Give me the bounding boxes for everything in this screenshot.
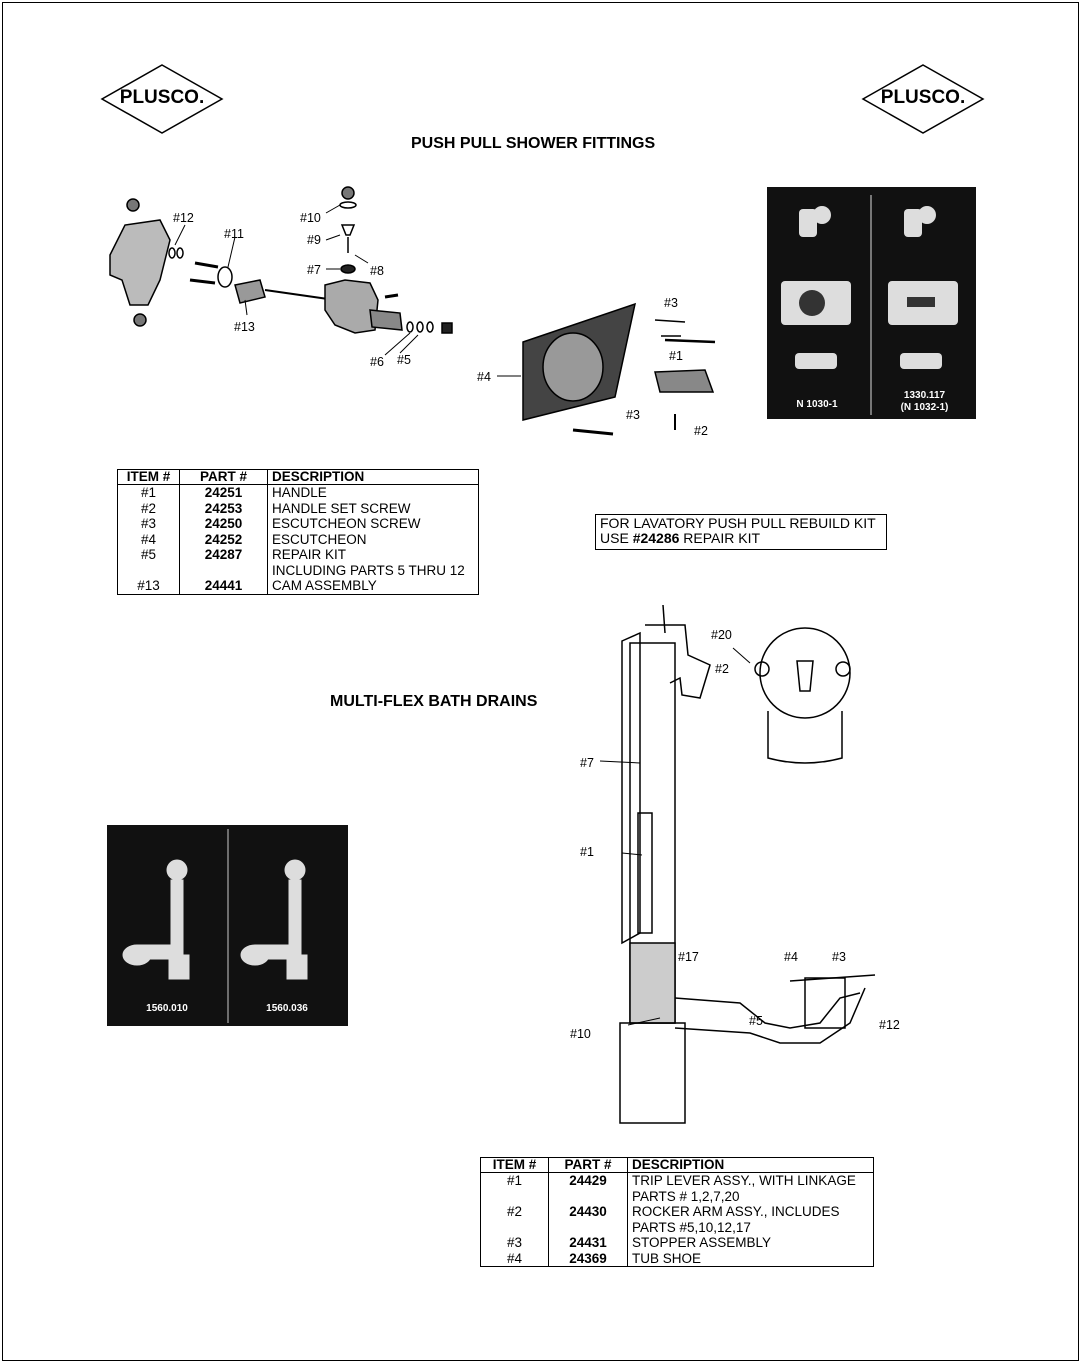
table-row: PARTS #5,10,12,17 <box>480 1219 874 1235</box>
callout-drain-10: #10 <box>570 1027 591 1041</box>
callout-drain-2: #2 <box>715 662 729 676</box>
col-description: DESCRIPTION <box>267 469 479 485</box>
callout-drain-7: #7 <box>580 756 594 770</box>
plusco-logo-right: PLUSCO. <box>861 63 985 135</box>
callout-13: #13 <box>234 320 255 334</box>
col-description: DESCRIPTION <box>627 1157 874 1173</box>
escutcheon-diagram <box>497 302 716 436</box>
photo-caption-1330: 1330.117 <box>903 390 946 401</box>
callout-drain-20: #20 <box>711 628 732 642</box>
callout-drain-3: #3 <box>832 950 846 964</box>
callout-3-bottom: #3 <box>626 408 640 422</box>
note-line-2: USE #24286 REPAIR KIT <box>600 530 761 546</box>
photo-caption-1560-010: 1560.010 <box>146 1003 188 1014</box>
plusco-logo-left: PLUSCO. <box>100 63 224 135</box>
callout-7: #7 <box>307 263 321 277</box>
callout-9: #9 <box>307 233 321 247</box>
valve-exploded-diagram <box>109 186 453 356</box>
callout-12: #12 <box>173 211 194 225</box>
bath-drain-product-photo: 1560.010 1560.036 <box>107 825 348 1026</box>
photo-caption-1030: N 1030-1 <box>796 399 838 410</box>
callout-1: #1 <box>669 349 683 363</box>
callout-drain-12: #12 <box>879 1018 900 1032</box>
callout-2: #2 <box>694 424 708 438</box>
photo-caption-1560-036: 1560.036 <box>266 1003 308 1014</box>
callout-drain-1: #1 <box>580 845 594 859</box>
callout-6: #6 <box>370 355 384 369</box>
callout-5: #5 <box>397 353 411 367</box>
section-title-bath-drains: MULTI-FLEX BATH DRAINS <box>330 693 538 710</box>
callout-drain-4: #4 <box>784 950 798 964</box>
callout-8: #8 <box>370 264 384 278</box>
col-item: ITEM # <box>480 1157 549 1173</box>
bath-drain-cross-section-diagram <box>600 604 876 1124</box>
callout-drain-17: #17 <box>678 950 699 964</box>
col-part: PART # <box>548 1157 628 1173</box>
note-line-1: FOR LAVATORY PUSH PULL REBUILD KIT <box>600 515 876 531</box>
callout-4: #4 <box>477 370 491 384</box>
callout-11: #11 <box>224 227 244 241</box>
section-title-shower: PUSH PULL SHOWER FITTINGS <box>411 135 656 152</box>
callout-3-top: #3 <box>664 296 678 310</box>
rebuild-kit-note: FOR LAVATORY PUSH PULL REBUILD KIT USE #… <box>595 514 887 550</box>
photo-caption-1032: (N 1032-1) <box>900 402 949 413</box>
table-row: PARTS # 1,2,7,20 <box>480 1188 874 1204</box>
col-part: PART # <box>179 469 268 485</box>
table-row: INCLUDING PARTS 5 THRU 12 <box>117 562 479 578</box>
col-item: ITEM # <box>117 469 180 485</box>
callout-10: #10 <box>300 211 321 225</box>
callout-drain-5: #5 <box>749 1014 763 1028</box>
shower-product-photo: N 1030-1 1330.117 (N 1032-1) <box>767 187 976 419</box>
